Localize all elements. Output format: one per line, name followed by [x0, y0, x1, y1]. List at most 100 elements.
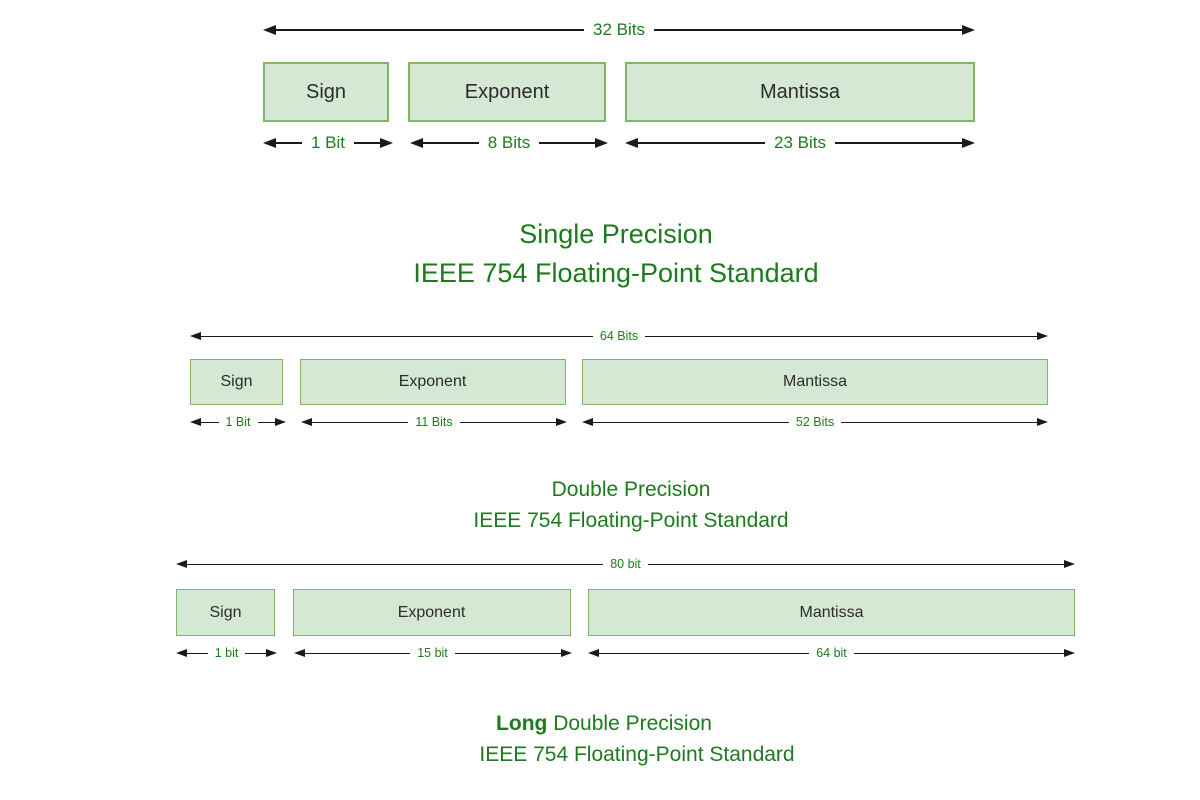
arrow-line: [201, 421, 219, 423]
bit-width-label: 1 Bit: [225, 415, 251, 429]
field-name: Sign: [305, 80, 347, 103]
field-box-exponent: Exponent: [408, 62, 606, 122]
field-name: Sign: [220, 373, 253, 390]
arrow-line: [539, 142, 595, 144]
arrow-line: [304, 652, 411, 654]
field-name: Mantissa: [759, 80, 841, 103]
arrowhead-right-icon: [266, 649, 278, 657]
arrow-line: [454, 652, 561, 654]
bit-width-arrow-exponent: 8 Bits: [410, 131, 608, 155]
bit-width-row: 1 bit 15 bit 64 bit: [176, 644, 1075, 662]
field-name: Exponent: [464, 80, 550, 103]
arrow-line: [276, 29, 585, 31]
field-name: Exponent: [397, 603, 466, 621]
total-bits-arrow: 64 Bits: [190, 325, 1048, 347]
arrowhead-left-icon: [263, 25, 276, 35]
total-bits-label: 80 bit: [610, 557, 641, 571]
bit-width-arrow-mantissa: 23 Bits: [625, 131, 976, 155]
caption-line2: IEEE 754 Floating-Point Standard: [413, 258, 819, 288]
bit-width-arrow-mantissa: 64 bit: [588, 644, 1075, 662]
arrowhead-right-icon: [962, 25, 976, 35]
bit-width-row: 1 Bit 8 Bits 23 Bits: [263, 131, 976, 155]
arrowhead-left-icon: [293, 649, 305, 657]
bit-width-label: 1 bit: [214, 646, 239, 660]
arrowhead-right-icon: [1037, 332, 1048, 340]
bit-width-label: 52 Bits: [795, 415, 835, 429]
field-name: Mantissa: [799, 603, 864, 621]
arrowhead-right-icon: [1037, 418, 1048, 426]
arrow-line: [654, 29, 963, 31]
bit-width-label: 64 bit: [816, 646, 847, 660]
arrow-line: [841, 421, 1037, 423]
total-bits-label: 32 Bits: [593, 20, 645, 39]
arrow-line: [187, 563, 604, 565]
bit-width-arrow-sign: 1 bit: [176, 644, 278, 662]
total-bits-arrow: 32 Bits: [263, 18, 976, 42]
caption-line1: Long Double Precision: [446, 708, 761, 739]
arrow-line: [201, 335, 593, 337]
arrowhead-left-icon: [301, 418, 312, 426]
bit-width-arrow-mantissa: 52 Bits: [582, 413, 1048, 431]
arrowhead-left-icon: [263, 138, 276, 148]
arrowhead-left-icon: [410, 138, 423, 148]
arrow-line: [835, 142, 963, 144]
arrow-line: [312, 421, 409, 423]
arrow-line: [187, 652, 208, 654]
field-boxes-row: Sign Exponent Mantissa: [176, 589, 1075, 636]
arrowhead-left-icon: [190, 332, 201, 340]
bit-layout-diagram-single-precision: 32 Bits Sign Exponent Mantissa 1 Bit: [263, 18, 976, 155]
arrow-line: [593, 421, 789, 423]
field-box-mantissa: Mantissa: [582, 359, 1048, 405]
field-name: Exponent: [398, 373, 467, 390]
bit-width-arrow-sign: 1 Bit: [190, 413, 287, 431]
arrowhead-right-icon: [560, 649, 572, 657]
arrow-line: [276, 142, 302, 144]
bit-layout-diagram-long-double-precision: 80 bit Sign Exponent Mantissa 1 bit: [176, 553, 1075, 662]
arrowhead-right-icon: [556, 418, 568, 426]
field-box-sign: Sign: [176, 589, 275, 636]
arrowhead-left-icon: [582, 418, 593, 426]
field-box-sign: Sign: [190, 359, 283, 405]
field-box-sign: Sign: [263, 62, 389, 122]
field-name: Mantissa: [782, 373, 848, 390]
field-box-exponent: Exponent: [299, 359, 566, 405]
bit-width-label: 11 Bits: [415, 415, 453, 429]
field-box-mantissa: Mantissa: [588, 589, 1075, 636]
arrowhead-left-icon: [176, 649, 187, 657]
bit-width-row: 1 Bit 11 Bits 52 Bits: [190, 413, 1048, 431]
total-bits-label: 64 Bits: [599, 329, 639, 343]
arrow-line: [599, 652, 810, 654]
arrowhead-right-icon: [1064, 560, 1075, 568]
bit-width-arrow-exponent: 15 bit: [293, 644, 572, 662]
bit-width-label: 23 Bits: [774, 133, 826, 152]
caption-line2: IEEE 754 Floating-Point Standard: [473, 509, 789, 532]
caption-long-double-precision: Long Double Precision IEEE 754 Floating-…: [479, 708, 794, 770]
arrow-line: [257, 421, 276, 423]
bit-width-label: 15 bit: [417, 646, 448, 660]
arrowhead-left-icon: [176, 560, 187, 568]
caption-line2: IEEE 754 Floating-Point Standard: [479, 743, 795, 766]
arrowhead-right-icon: [380, 138, 393, 148]
caption-single-precision: Single Precision IEEE 754 Floating-Point…: [413, 215, 818, 293]
field-boxes-row: Sign Exponent Mantissa: [190, 359, 1048, 405]
caption-line1-rest: Double Precision: [553, 712, 712, 735]
bit-width-label: 1 Bit: [310, 133, 346, 152]
arrowhead-left-icon: [190, 418, 201, 426]
field-box-mantissa: Mantissa: [625, 62, 975, 122]
field-box-exponent: Exponent: [292, 589, 571, 636]
arrowhead-right-icon: [275, 418, 287, 426]
arrowhead-right-icon: [595, 138, 608, 148]
bit-width-label: 8 Bits: [487, 133, 531, 152]
caption-line1-bold: Long: [496, 712, 548, 735]
arrowhead-left-icon: [625, 138, 638, 148]
arrow-line: [638, 142, 766, 144]
bit-width-arrow-exponent: 11 Bits: [301, 413, 568, 431]
arrow-line: [853, 652, 1064, 654]
field-name: Sign: [209, 603, 242, 621]
arrow-line: [423, 142, 479, 144]
arrowhead-right-icon: [962, 138, 976, 148]
arrow-line: [459, 421, 557, 423]
total-bits-arrow: 80 bit: [176, 553, 1075, 575]
arrowhead-right-icon: [1064, 649, 1075, 657]
caption-double-precision: Double Precision IEEE 754 Floating-Point…: [473, 474, 788, 536]
